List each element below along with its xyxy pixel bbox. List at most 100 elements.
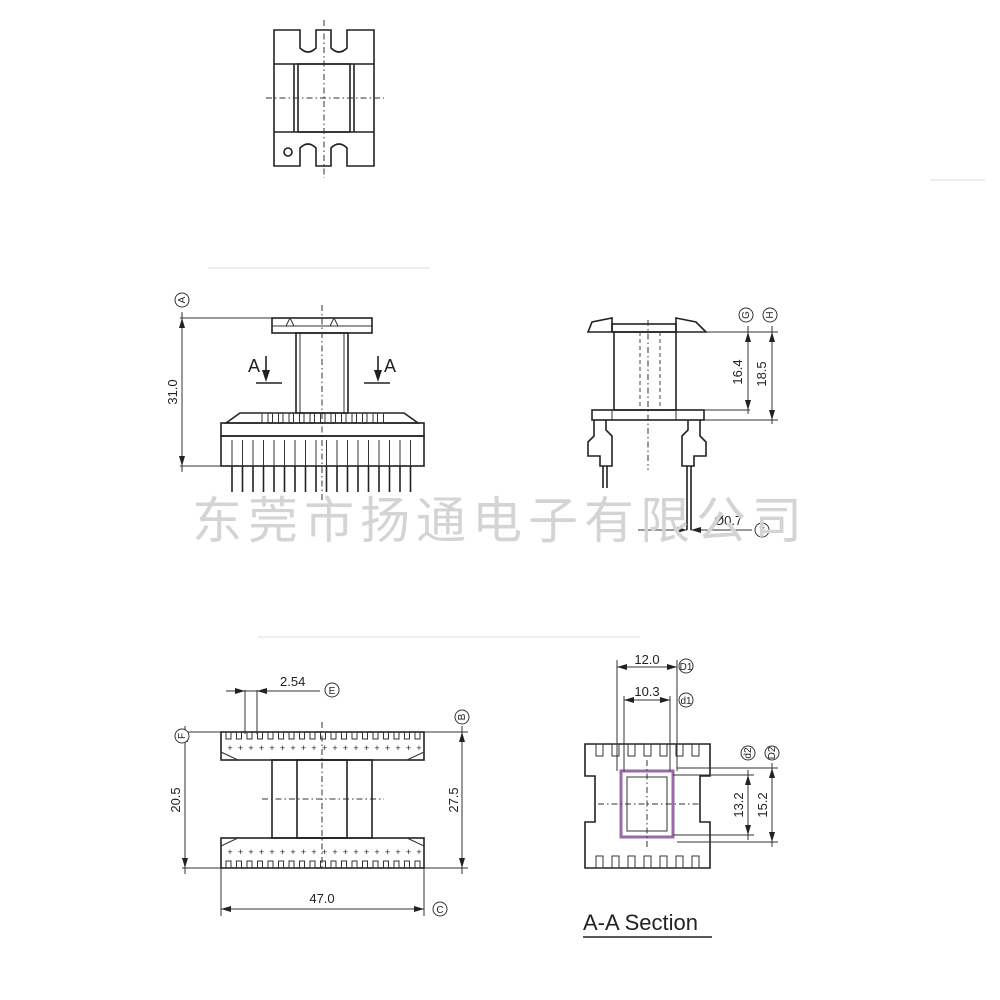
section-arrow-label-right: A bbox=[384, 356, 396, 376]
pin-mark: + bbox=[238, 847, 243, 857]
pin-mark: + bbox=[406, 847, 411, 857]
top-slot bbox=[335, 412, 342, 424]
section-tooth-bottom bbox=[627, 855, 636, 869]
front-view: A A 31.0 A bbox=[165, 292, 425, 500]
top-slot bbox=[314, 412, 321, 424]
top-slot bbox=[293, 412, 300, 424]
dim-sec-10-3: 10.3 bbox=[634, 684, 659, 699]
section-teeth bbox=[595, 743, 700, 869]
pin-mark: + bbox=[311, 743, 316, 753]
tooth-top bbox=[236, 731, 242, 740]
pin-mark: + bbox=[290, 743, 295, 753]
watermark-text: 东莞市扬通电子有限公司 bbox=[192, 492, 808, 550]
pin-mark: + bbox=[364, 847, 369, 857]
tooth-bottom bbox=[267, 860, 274, 869]
callout-d1-upper: D1 bbox=[680, 662, 693, 673]
pin-mark: + bbox=[280, 743, 285, 753]
pin-mark: + bbox=[416, 743, 421, 753]
front-pin-slots bbox=[231, 412, 411, 466]
section-tooth-top bbox=[675, 743, 684, 757]
scan-artifacts bbox=[208, 179, 985, 638]
tooth-bottom bbox=[299, 860, 305, 869]
callout-b: B bbox=[457, 713, 468, 720]
pin-mark: + bbox=[332, 743, 337, 753]
dim-18-5: 18.5 bbox=[754, 361, 769, 386]
section-tooth-top bbox=[691, 743, 700, 757]
top-slot bbox=[377, 412, 384, 424]
section-tooth-top bbox=[595, 743, 604, 757]
section-tooth-top bbox=[611, 743, 620, 757]
callout-d1-lower: d1 bbox=[680, 696, 692, 707]
pin-mark: + bbox=[311, 847, 316, 857]
dim-sec-13-2: 13.2 bbox=[731, 792, 746, 817]
pin-mark: + bbox=[227, 847, 232, 857]
pin-mark: + bbox=[332, 847, 337, 857]
tooth-bottom bbox=[278, 860, 284, 869]
section-tooth-top bbox=[643, 743, 652, 757]
pin-mark: + bbox=[269, 743, 274, 753]
tooth-bottom bbox=[362, 860, 368, 869]
tooth-bottom bbox=[288, 860, 295, 869]
tooth-bottom bbox=[372, 860, 379, 869]
dim-20-5: 20.5 bbox=[168, 787, 183, 812]
section-arrow-label-left: A bbox=[248, 356, 260, 376]
pin-mark: + bbox=[248, 847, 253, 857]
top-slot bbox=[356, 412, 363, 424]
pin-mark: + bbox=[374, 743, 379, 753]
pin-mark: + bbox=[301, 847, 306, 857]
callout-a: A bbox=[177, 296, 188, 303]
tooth-top bbox=[246, 731, 253, 740]
dim-sec-12-0: 12.0 bbox=[634, 652, 659, 667]
section-tooth-bottom bbox=[675, 855, 684, 869]
tooth-bottom bbox=[309, 860, 316, 869]
tooth-top bbox=[257, 731, 263, 740]
tooth-bottom bbox=[341, 860, 347, 869]
dim-16-4: 16.4 bbox=[730, 359, 745, 384]
tooth-bottom bbox=[404, 860, 410, 869]
section-tooth-bottom bbox=[595, 855, 604, 869]
dim-pin-diameter: Ø0.7 bbox=[714, 513, 742, 528]
top-view bbox=[266, 20, 384, 178]
dim-sec-15-2: 15.2 bbox=[755, 792, 770, 817]
pin-mark: + bbox=[343, 743, 348, 753]
tooth-top bbox=[288, 731, 295, 740]
tooth-bottom bbox=[246, 860, 253, 869]
callout-g: G bbox=[741, 311, 752, 319]
section-tooth-top bbox=[627, 743, 636, 757]
tooth-top bbox=[351, 731, 358, 740]
tooth-bottom bbox=[257, 860, 263, 869]
callout-d2-upper: D2 bbox=[767, 746, 778, 759]
top-slot bbox=[261, 412, 269, 424]
pin-mark: + bbox=[364, 743, 369, 753]
top-slot bbox=[303, 412, 311, 424]
tooth-bottom bbox=[236, 860, 242, 869]
pin-mark: + bbox=[395, 847, 400, 857]
pin-mark: + bbox=[227, 743, 232, 753]
tooth-top bbox=[393, 731, 400, 740]
section-view: 12.0 10.3 D1 d1 13.2 15.2 d2 D2 A-A Sect… bbox=[583, 652, 780, 938]
pin-mark: + bbox=[343, 847, 348, 857]
top-slot bbox=[324, 412, 332, 424]
bottom-pin-marks: ++++++++++++++++++++++++++++++++++++++ bbox=[227, 743, 421, 857]
pin-mark: + bbox=[385, 847, 390, 857]
section-tooth-bottom bbox=[643, 855, 652, 869]
tooth-top bbox=[341, 731, 347, 740]
tooth-top bbox=[309, 731, 316, 740]
pin-mark: + bbox=[280, 847, 285, 857]
section-tooth-bottom bbox=[691, 855, 700, 869]
tooth-top bbox=[383, 731, 389, 740]
tooth-bottom bbox=[414, 860, 421, 869]
callout-e: E bbox=[329, 686, 336, 697]
pin-mark: + bbox=[248, 743, 253, 753]
callout-h: H bbox=[765, 311, 776, 318]
pin-mark: + bbox=[353, 743, 358, 753]
tooth-bottom bbox=[393, 860, 400, 869]
section-tooth-top bbox=[659, 743, 668, 757]
top-slot bbox=[272, 412, 279, 424]
dim-27-5: 27.5 bbox=[446, 787, 461, 812]
tooth-top bbox=[278, 731, 284, 740]
dim-height-31: 31.0 bbox=[165, 379, 180, 404]
section-tooth-bottom bbox=[659, 855, 668, 869]
pin-mark: + bbox=[374, 847, 379, 857]
bottom-view: ++++++++++++++++++++++++++++++++++++++ 2… bbox=[168, 674, 470, 917]
